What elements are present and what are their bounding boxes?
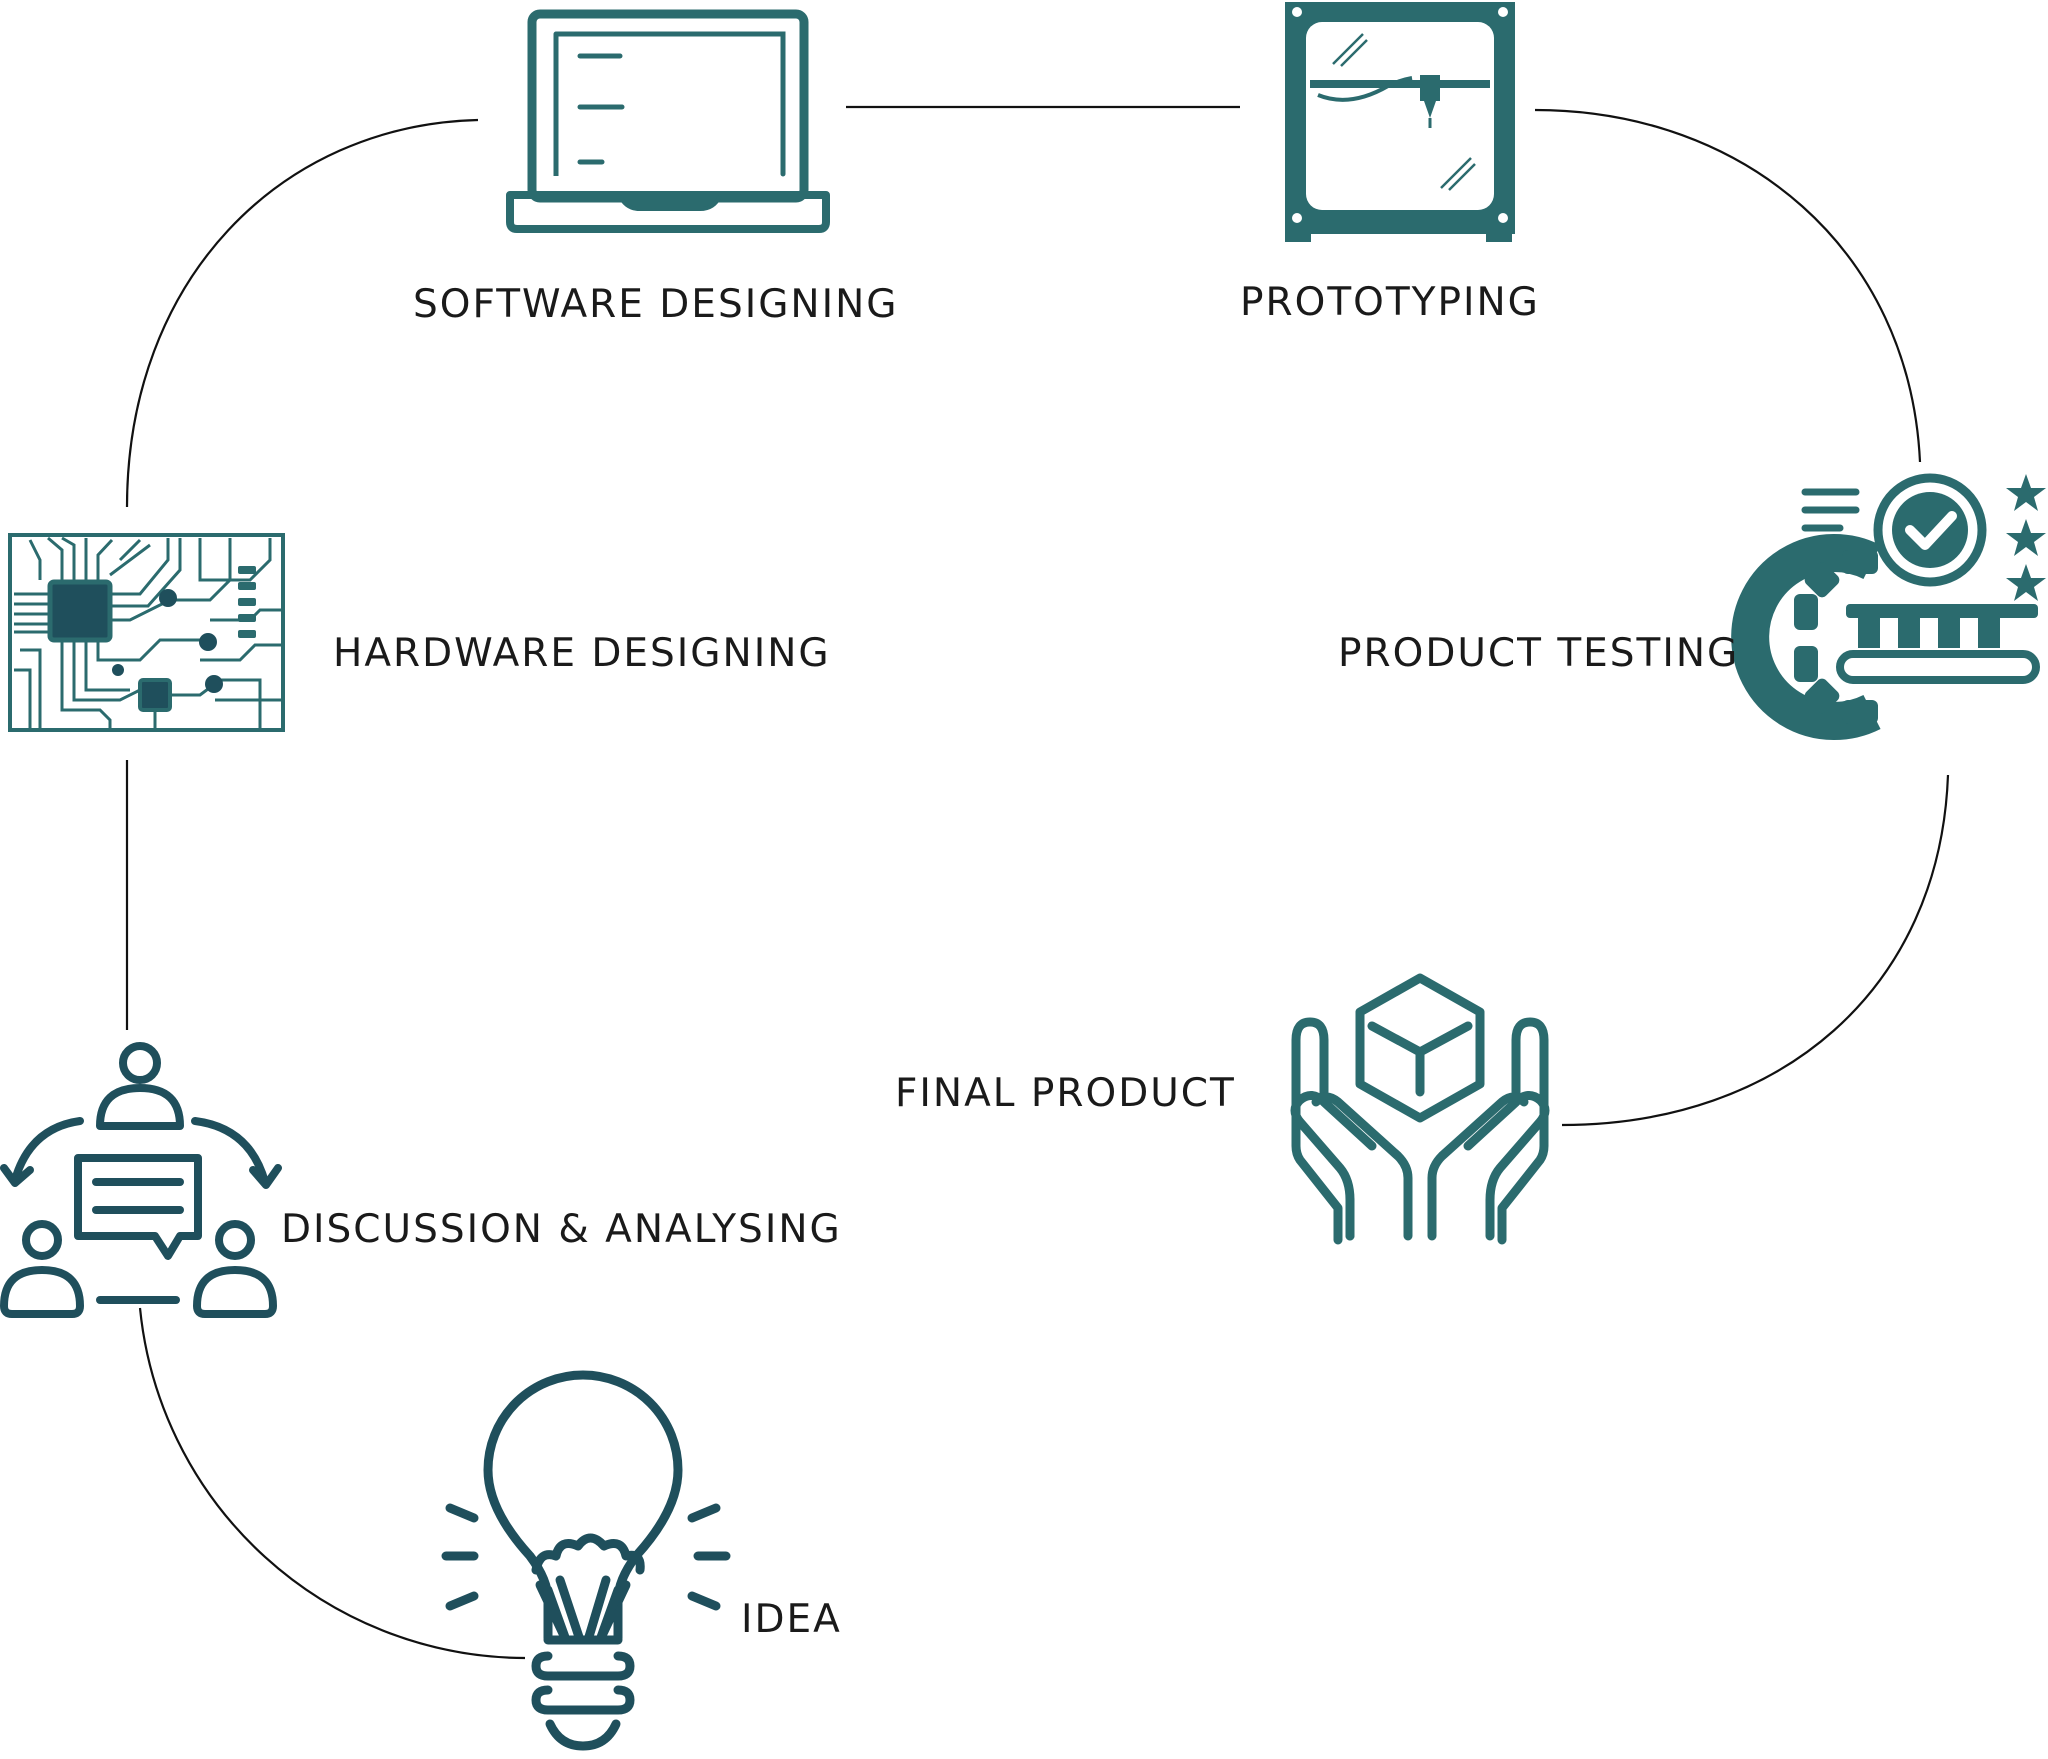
label-final-product: FINAL PRODUCT — [895, 1071, 1236, 1116]
connector-idea-discussion — [138, 1307, 526, 1660]
lightbulb-icon — [441, 1370, 731, 1751]
label-discussion-analysing: DISCUSSION & ANALYSING — [281, 1207, 842, 1252]
team-discussion-icon — [0, 1042, 282, 1318]
quality-gear-icon — [1731, 473, 2046, 740]
label-prototyping: PROTOTYPING — [1240, 280, 1540, 325]
label-software-designing: SOFTWARE DESIGNING — [413, 282, 899, 327]
label-product-testing: PRODUCT TESTING — [1338, 631, 1739, 676]
3d-printer-icon — [1285, 2, 1515, 242]
connectors — [125, 105, 1950, 1660]
laptop-icon — [506, 9, 830, 233]
label-hardware-designing: HARDWARE DESIGNING — [333, 631, 831, 676]
connector-hardware-software — [125, 118, 479, 508]
connector-prototyping-testing — [1534, 108, 1922, 463]
circuit-board-icon — [8, 533, 285, 732]
connector-testing-final — [1561, 774, 1950, 1127]
hands-box-icon — [1290, 973, 1550, 1245]
label-idea: IDEA — [741, 1597, 842, 1642]
